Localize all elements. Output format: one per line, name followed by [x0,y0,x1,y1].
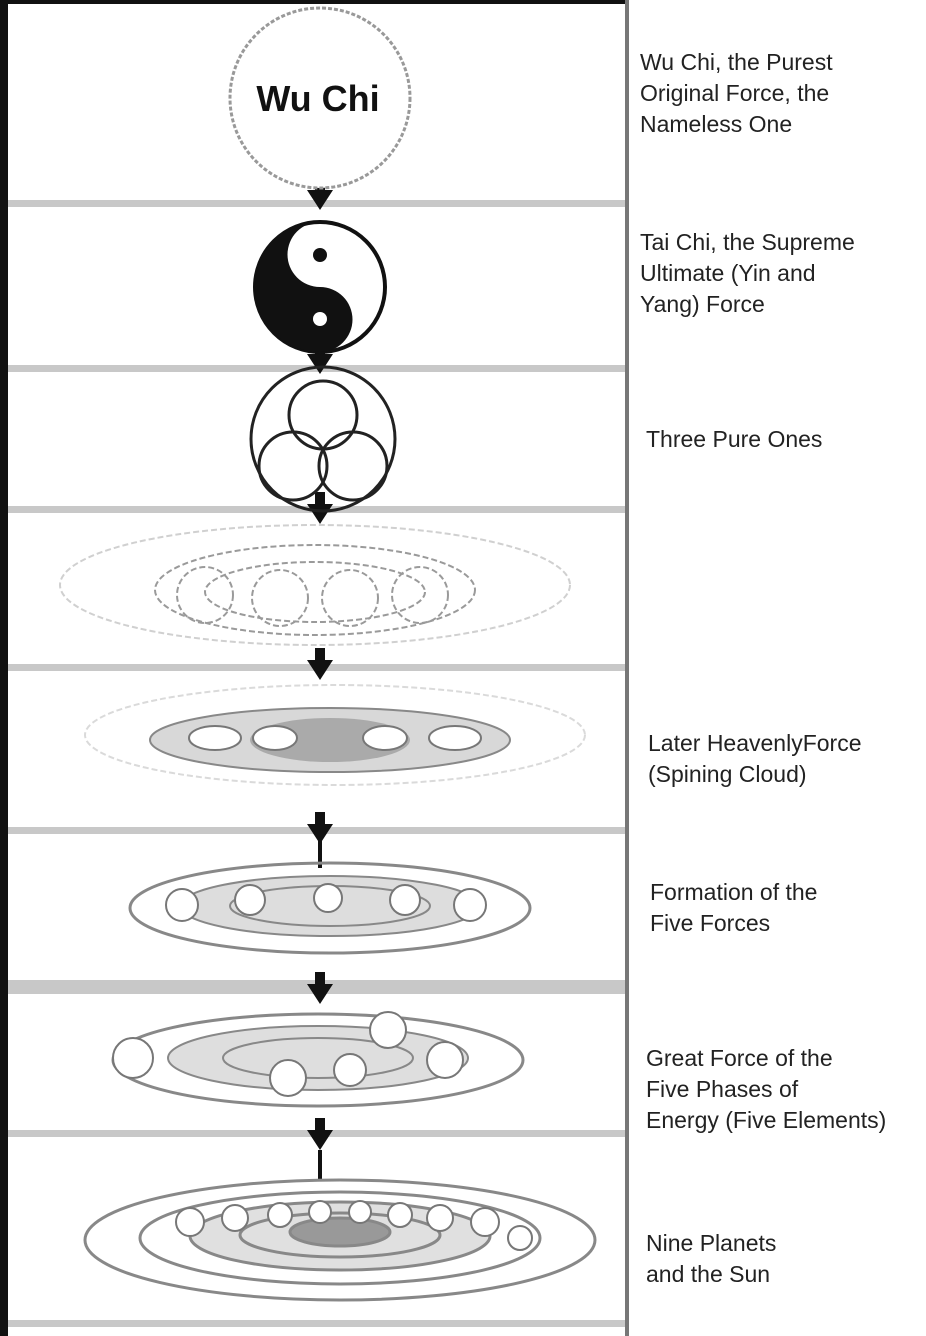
arrow-1 [307,178,333,210]
caption-nine-planets: Nine Planets and the Sun [646,1228,776,1290]
caption-five-phases: Great Force of the Five Phases of Energy… [646,1043,886,1136]
wu-chi-circle [228,6,412,190]
caption-line: and the Sun [646,1261,771,1287]
spinning-cloud-symbol [84,684,586,786]
arrow-4 [307,648,333,680]
caption-line: Formation of the [650,879,818,905]
caption-line: Yang) Force [640,291,765,317]
frame-right-border [625,0,629,1336]
arrow-5 [307,812,333,844]
caption-line: Three Pure Ones [646,426,823,452]
arrow-7 [307,1118,333,1150]
spiral-nebula-symbol [59,524,571,646]
yin-yang-icon [253,220,387,354]
caption-line: Wu Chi, the Purest [640,49,833,75]
caption-line: Tai Chi, the Supreme [640,229,855,255]
caption-five-forces: Formation of the Five Forces [650,877,817,939]
separator-8 [8,1320,625,1327]
five-forces-symbol [128,861,532,955]
caption-line: Nine Planets [646,1230,777,1256]
three-pure-ones-symbol [249,365,397,513]
caption-tai-chi: Tai Chi, the Supreme Ultimate (Yin and Y… [640,227,855,320]
solar-system-symbol [83,1178,597,1302]
diagram-frame [0,0,626,4]
caption-line: Nameless One [640,111,793,137]
wu-chi-symbol: Wu Chi [228,6,412,190]
caption-line: (Spining Cloud) [648,761,807,787]
caption-later-heavenly: Later HeavenlyForce (Spining Cloud) [648,728,862,790]
caption-line: Later HeavenlyForce [648,730,862,756]
caption-line: Original Force, the [640,80,830,106]
wu-chi-label: Wu Chi [256,78,379,119]
arrow-6 [307,972,333,1004]
caption-line: Five Phases of [646,1076,799,1102]
caption-line: Great Force of the [646,1045,833,1071]
caption-line: Energy (Five Elements) [646,1107,887,1133]
five-phases-symbol [111,1011,525,1108]
arrow-3 [307,492,333,524]
caption-wu-chi: Wu Chi, the Purest Original Force, the N… [640,47,833,140]
connector-stem-2 [318,1150,322,1180]
caption-three-pure-ones: Three Pure Ones [646,424,822,455]
frame-left-border [0,0,8,1336]
connector-stem-1 [318,838,322,868]
caption-line: Five Forces [650,910,771,936]
arrow-2 [307,342,333,374]
flow-arrows [307,178,333,1180]
caption-line: Ultimate (Yin and [640,260,816,286]
